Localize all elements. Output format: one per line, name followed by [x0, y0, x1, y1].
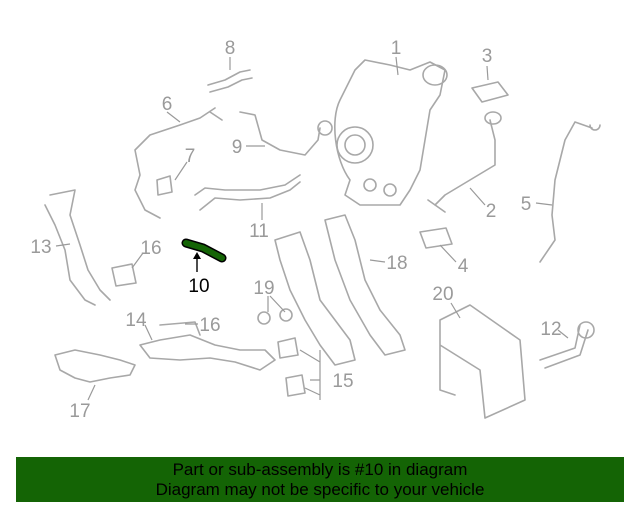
part-16-gasket-a[interactable]: [111, 263, 137, 287]
callout-20[interactable]: 20: [432, 284, 453, 305]
part-6-pipe[interactable]: [134, 107, 223, 219]
callout-9[interactable]: 9: [232, 137, 243, 158]
banner-line-part: Part or sub-assembly is #10 in diagram: [172, 460, 468, 479]
callout-2[interactable]: 2: [486, 201, 497, 222]
callout-12[interactable]: 12: [540, 319, 561, 340]
callout-15[interactable]: 15: [332, 371, 353, 392]
callout-3[interactable]: 3: [482, 46, 493, 67]
diagram-notice-banner: Part or sub-assembly is #10 in diagram D…: [16, 457, 624, 502]
part-8-hose[interactable]: [207, 69, 253, 93]
part-2-oil-line[interactable]: [427, 111, 502, 213]
callout-4[interactable]: 4: [458, 256, 469, 277]
callout-8[interactable]: 8: [225, 38, 236, 59]
callout-11[interactable]: 11: [249, 221, 269, 242]
callout-19[interactable]: 19: [253, 278, 274, 299]
leader-lines: [55, 56, 569, 401]
callout-16-b[interactable]: 16: [199, 315, 220, 336]
part-13-pipe[interactable]: [44, 189, 111, 306]
callout-14[interactable]: 14: [125, 310, 147, 331]
banner-line-disclaimer: Diagram may not be specific to your vehi…: [155, 480, 485, 499]
part-17-manifold[interactable]: [54, 349, 136, 383]
callout-1[interactable]: 1: [391, 38, 402, 59]
part-1-turbocharger[interactable]: [334, 59, 448, 206]
part-19-clamps[interactable]: [257, 308, 293, 325]
part-4-gasket[interactable]: [419, 227, 453, 249]
callout-17[interactable]: 17: [69, 401, 90, 422]
callout-16-a[interactable]: 16: [140, 238, 161, 259]
part-15-gaskets[interactable]: [277, 337, 306, 397]
callout-18[interactable]: 18: [386, 253, 407, 274]
part-3-gasket[interactable]: [471, 81, 509, 103]
callout-6[interactable]: 6: [162, 94, 173, 115]
part-14-manifold[interactable]: [139, 321, 276, 371]
callout-10[interactable]: 10: [188, 276, 209, 297]
part-5-pipe[interactable]: [539, 121, 601, 263]
part-11-hose[interactable]: [194, 174, 301, 211]
part-20-heat-shield[interactable]: [439, 304, 526, 419]
part-12-pipe[interactable]: [539, 321, 595, 369]
part-9-pipe[interactable]: [239, 111, 333, 156]
part-19-pipe[interactable]: [274, 231, 356, 366]
callout-7[interactable]: 7: [185, 146, 196, 167]
callout-5[interactable]: 5: [521, 194, 532, 215]
part-7-bracket[interactable]: [156, 175, 173, 196]
callout-13[interactable]: 13: [30, 237, 51, 258]
part-18-pipe[interactable]: [324, 214, 406, 356]
